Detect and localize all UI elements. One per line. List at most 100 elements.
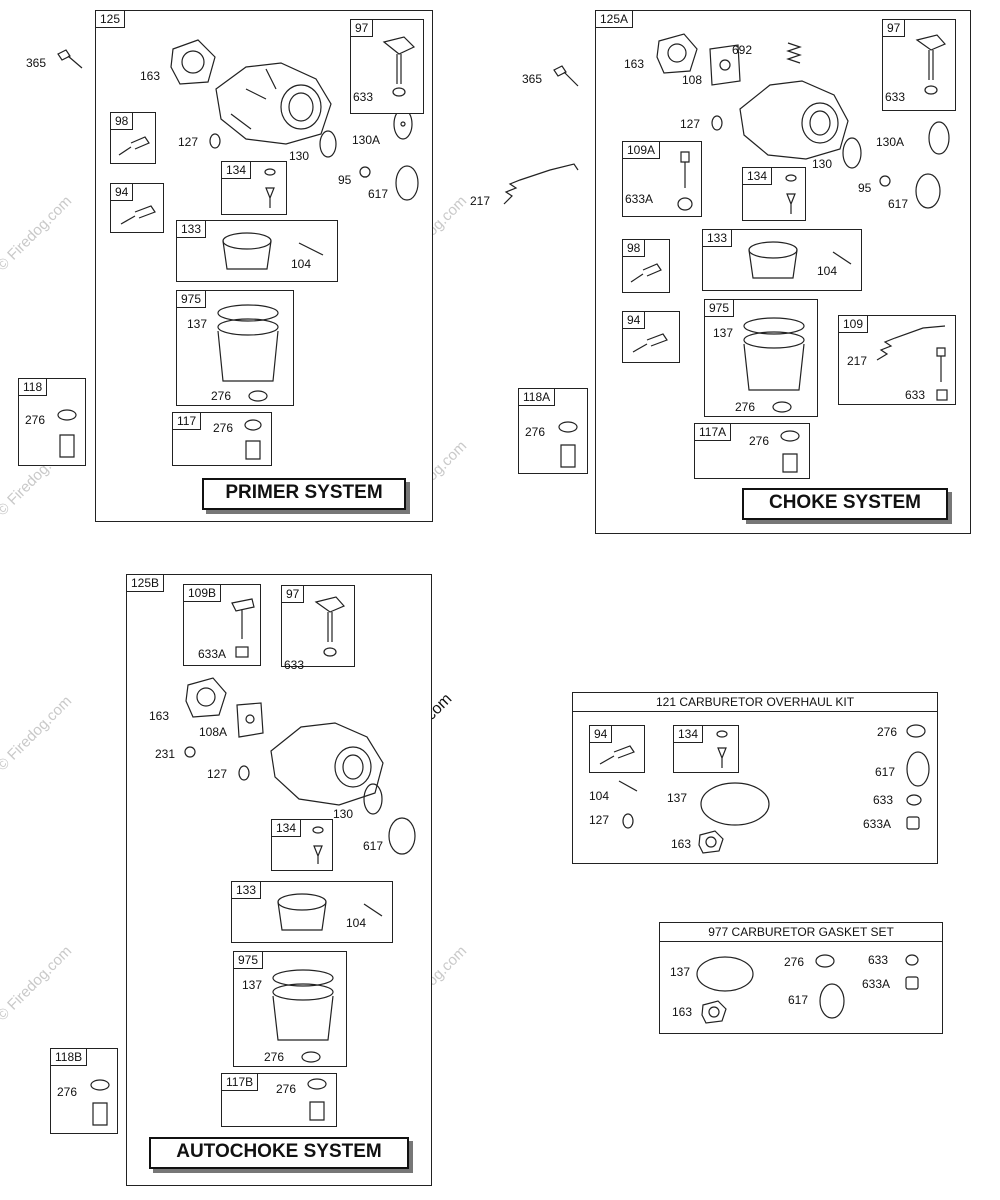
o-ring-137-drawing [700,782,770,826]
pin-drawing [618,780,638,792]
subassembly-tag: 94 [110,183,134,201]
part-label: 95 [338,173,352,187]
part-label: 137 [713,326,734,340]
washer-drawing [906,794,922,806]
gasket-163-drawing [698,830,724,854]
nozzle-drawing [382,36,416,97]
watermark: © Firedog.com [0,192,76,275]
part-label: 633 [353,90,374,104]
gasket-kit-975: 975 137 276 [233,951,347,1067]
subassembly-134: 134 [673,725,739,773]
part-label: 633A [198,647,227,661]
subassembly-tag: 117 [172,412,202,430]
primer-system-panel: 125 163 127 130 130A 95 617 97 633 98 94… [95,10,433,522]
bushing-drawing [906,816,920,830]
o-ring-137-drawing [696,956,754,992]
part-label: 217 [470,194,491,208]
subassembly-94: 94 [110,183,164,233]
carburetor-body-drawing [215,62,332,145]
screw-spring-drawing [120,205,156,225]
bowl-nut-drawing [307,1078,327,1121]
screw-spring-drawing [630,263,662,283]
subassembly-97: 97 633 [281,585,355,672]
autochoke-system-panel: 125B 109B 633A 97 633 163 108A 231 127 1… [126,574,432,1186]
needle-valve-drawing [312,826,324,864]
o-ring-127-drawing [209,133,221,149]
bowl-nut-drawing [244,419,262,460]
subassembly-98: 98 [110,112,156,164]
assembly-tag: 125A [595,10,634,28]
float-drawing [748,241,798,279]
subassembly-tag: 109 [838,315,869,333]
subassembly-tag: 97 [350,19,374,37]
watermark: © Firedog.com [0,692,76,775]
washer-drawing [248,390,268,402]
part-label: 163 [624,57,645,71]
subassembly-94: 94 [589,725,645,773]
o-ring-stack-drawing [272,969,334,1041]
float-bowl-133: 133 104 [231,881,393,943]
o-ring-617-drawing [819,983,845,1019]
subassembly-tag: 109B [183,584,222,602]
o-ring-127-drawing [622,813,634,829]
part-label: 617 [888,197,909,211]
subassembly-109b: 109B 633A [183,584,261,666]
gasket-163-drawing [701,1000,727,1024]
part-label: 104 [346,916,367,930]
part-label: 137 [667,791,688,805]
throttle-plate-130-drawing [319,130,337,158]
subassembly-117b: 117B 276 [221,1073,337,1127]
part-label: 276 [211,389,232,403]
screw-95-drawing [359,166,371,178]
part-label: 108A [199,725,228,739]
gasket-163-drawing [170,39,216,85]
part-label: 633 [873,793,894,807]
part-label: 276 [264,1050,285,1064]
part-label: 104 [817,264,838,278]
part-label: 231 [155,747,176,761]
spring-692-drawing [786,42,802,64]
needle-valve-drawing [264,168,276,208]
part-label: 95 [858,181,872,195]
part-label: 130 [289,149,310,163]
part-label: 130 [812,157,833,171]
part-label: 127 [178,135,199,149]
choke-system-panel: 125A 163 108 692 127 130 130A 95 617 97 … [595,10,971,534]
gasket-163-drawing [656,33,698,74]
part-label: 633 [868,953,889,967]
part-label: 365 [522,72,543,86]
gasket-kit-975: 975 137 276 [704,299,818,417]
washer-drawing [906,724,926,738]
screw-spring-drawing [632,333,668,353]
part-label: 276 [25,413,46,427]
needle-valve-drawing [785,174,797,214]
bushing-drawing [936,389,948,401]
spring-link-217-drawing [503,163,579,205]
o-ring-stack-drawing [743,317,805,391]
part-label: 163 [672,1005,693,1019]
part-label: 137 [670,965,691,979]
float-drawing [222,232,272,270]
subassembly-tag: 134 [271,819,302,837]
bowl-nut-drawing [558,421,578,468]
plate-108-drawing [709,44,741,86]
subassembly-tag: 117A [694,423,732,441]
subassembly-tag: 134 [221,161,252,179]
part-label: 130 [333,807,354,821]
subassembly-tag: 117B [221,1073,259,1091]
subassembly-tag: 94 [589,725,613,743]
float-bowl-133: 133 104 [702,229,862,291]
screw-spring-drawing [118,136,150,156]
part-label: 617 [368,187,389,201]
section-title: CHOKE SYSTEM [742,488,948,520]
part-label: 104 [291,257,312,271]
part-label: 276 [213,421,234,435]
part-label: 633 [885,90,906,104]
subassembly-118a: 118A 276 [518,388,588,474]
subassembly-98: 98 [622,239,670,293]
subassembly-tag: 98 [622,239,646,257]
subassembly-117a: 117A 276 [694,423,810,479]
gasket-163-drawing [185,677,227,718]
bowl-nut-drawing [90,1079,110,1126]
subassembly-tag: 97 [281,585,305,603]
